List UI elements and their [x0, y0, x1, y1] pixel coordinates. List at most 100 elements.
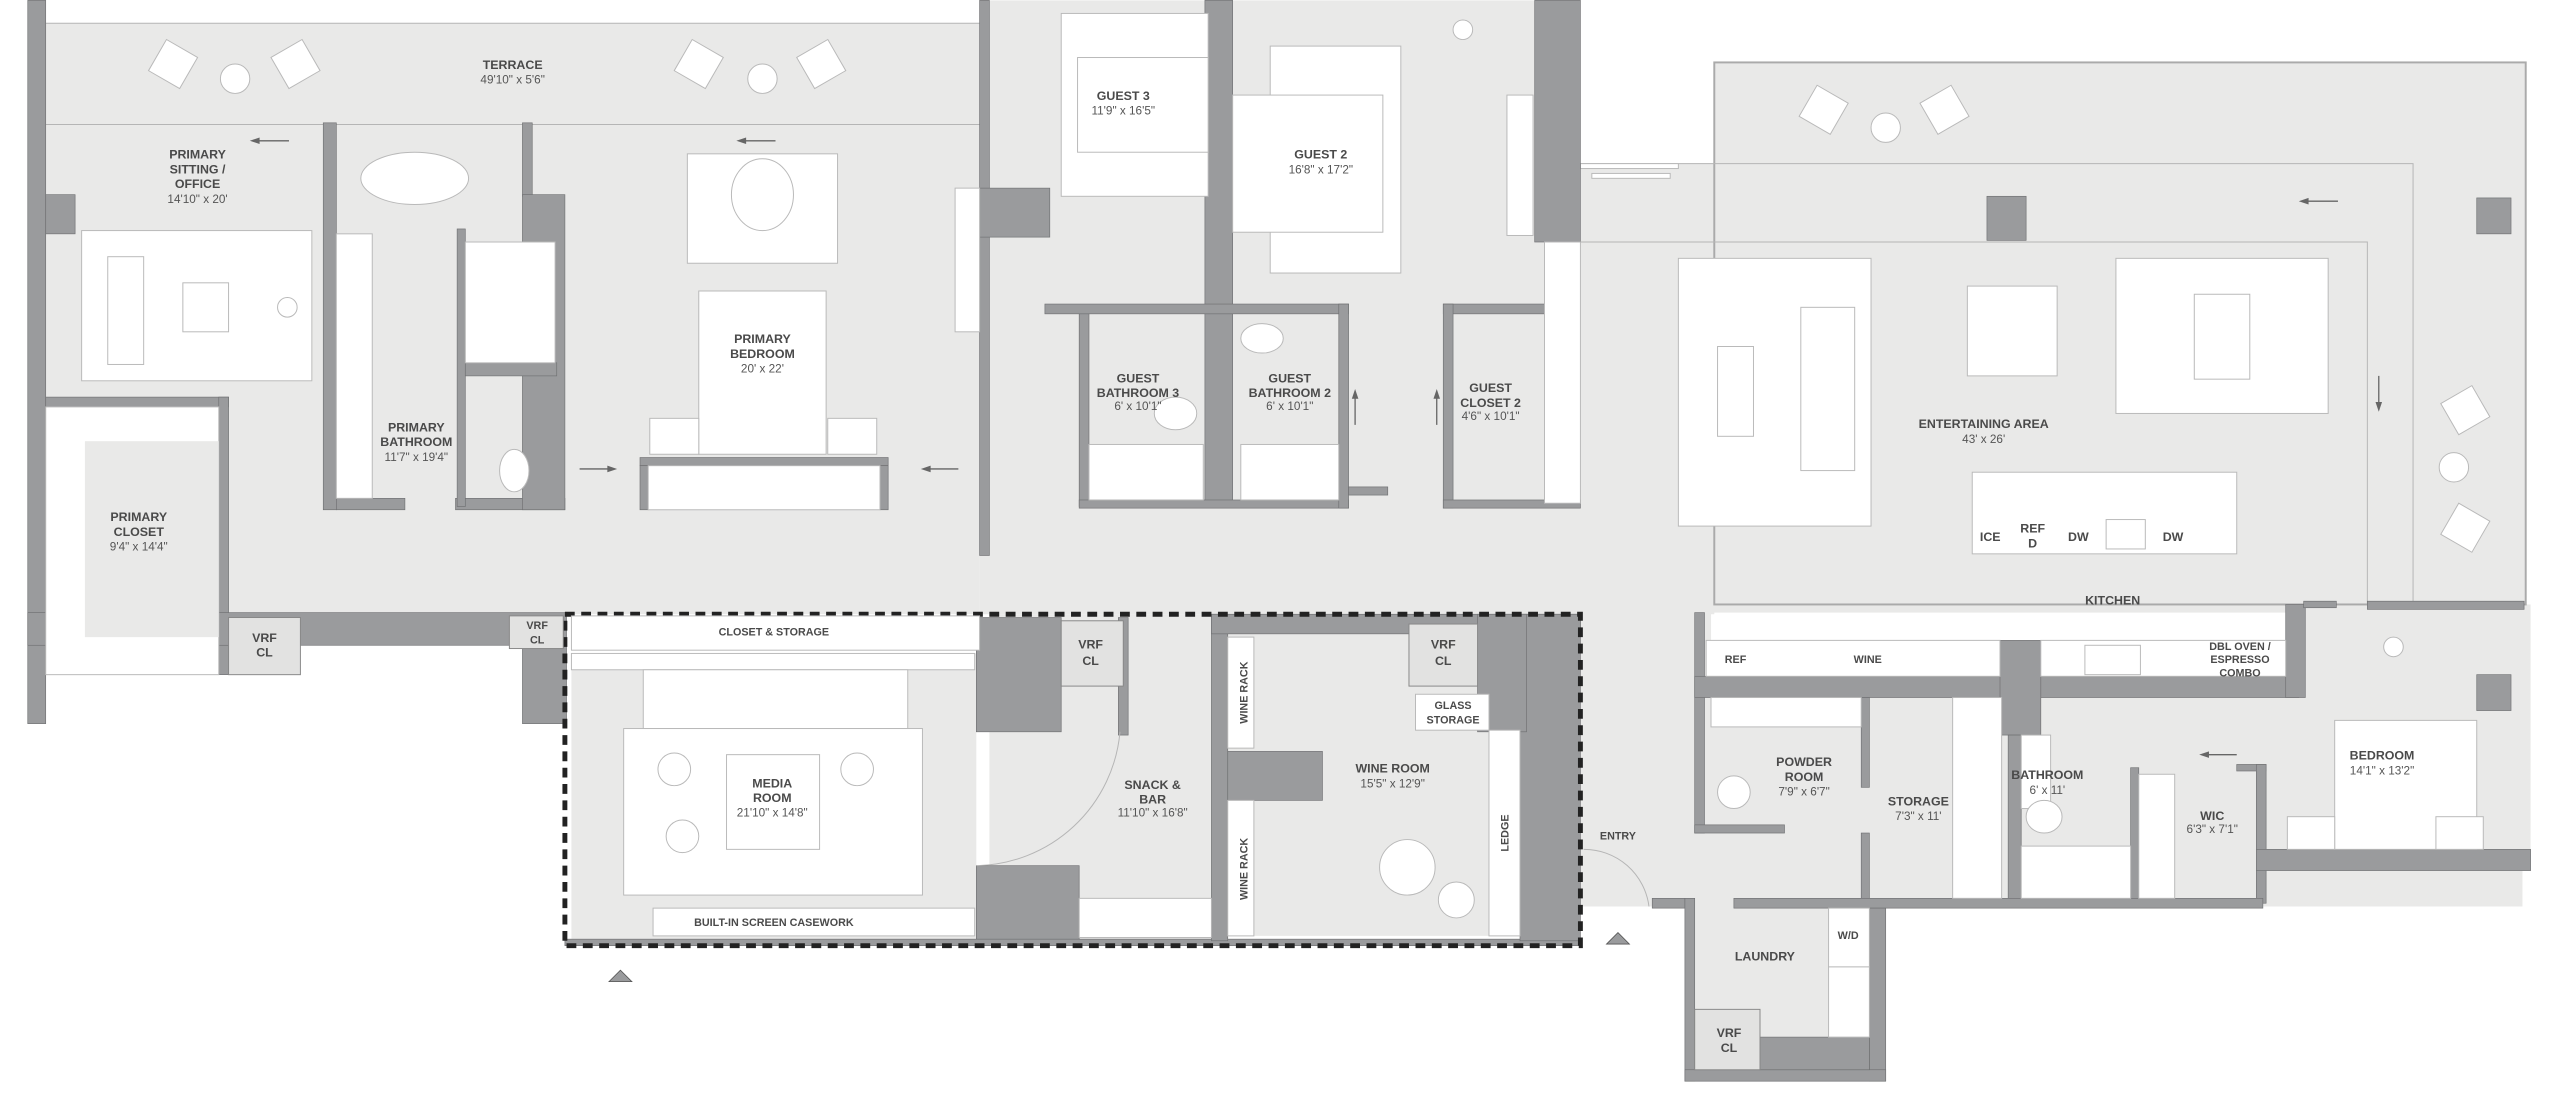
wall: [976, 617, 1062, 733]
wall: [2130, 767, 2140, 907]
wall: [1204, 0, 1233, 507]
dresser: [1506, 94, 1534, 236]
builtin-casework: [652, 907, 976, 937]
primary-sitting-label: SITTING /: [170, 162, 226, 176]
oven-label: DBL OVEN /: [2209, 641, 2270, 653]
wall: [979, 187, 1051, 238]
wic-label: WIC: [2200, 809, 2224, 823]
wall: [1227, 751, 1323, 801]
media-shelf: [570, 652, 976, 671]
bedroom-dim: 14'1" x 13'2": [2350, 764, 2414, 777]
wall: [1684, 1069, 1887, 1082]
wall: [2007, 734, 2022, 907]
storage-dim: 7'3" x 11': [1895, 810, 1941, 823]
laundry-sink: [1828, 966, 1870, 1038]
guest-closet2-label: CLOSET 2: [1460, 396, 1521, 410]
wall: [1338, 303, 1349, 509]
wine-rack-label: WINE RACK: [1238, 661, 1250, 723]
wine-rack: [1227, 799, 1255, 937]
wall: [522, 122, 533, 197]
bathtub: [1240, 443, 1340, 501]
wine-room-label: WINE ROOM: [1355, 762, 1429, 776]
entry-floor: [1580, 612, 1712, 907]
guest2-label: GUEST 2: [1294, 148, 1347, 162]
east-terrace-edge: [1580, 163, 2414, 605]
steps: [1579, 163, 1679, 170]
media-room-label: ROOM: [753, 791, 792, 805]
media-room-dim: 21'10" x 14'8": [737, 807, 808, 820]
ledge-label: LEDGE: [1500, 814, 1512, 851]
primary-closet-label: CLOSET: [114, 525, 165, 539]
shower: [464, 241, 556, 364]
wall: [1211, 613, 1229, 942]
bench: [647, 465, 881, 511]
tv-console: [954, 187, 981, 333]
dishwasher-label: DW: [2163, 530, 2184, 544]
wall: [27, 0, 47, 724]
snack-bar-dim: 11'10" x 16'8": [1118, 807, 1188, 820]
door-swing: [976, 731, 1121, 867]
primary-closet-dim: 9'4" x 14'4": [110, 541, 168, 554]
washer-dryer-label: W/D: [1838, 930, 1859, 942]
wall: [1694, 824, 1785, 834]
vrf-closet: [508, 615, 564, 650]
wall: [2367, 600, 2525, 610]
bathroom-dim: 6' x 11': [2030, 784, 2066, 797]
column: [2476, 197, 2512, 235]
wall: [1999, 640, 2042, 736]
wall: [322, 122, 337, 511]
room-labels: TERRACE 49'10" x 5'6" PRIMARY SITTING / …: [110, 58, 2415, 1055]
wine-room-dim: 15'5" x 12'9": [1360, 777, 1424, 790]
guest-closet2-dim: 4'6" x 10'1": [1462, 410, 1520, 423]
glass-storage-label: STORAGE: [1427, 715, 1480, 727]
wine-fridge-label: WINE: [1854, 654, 1882, 666]
vrf-closet: [228, 617, 301, 676]
glass-storage-label: GLASS: [1435, 700, 1472, 712]
vrf-closet: [1408, 623, 1479, 687]
wall: [1759, 1036, 1870, 1071]
ledge: [1488, 729, 1521, 937]
wall: [1044, 303, 1349, 315]
refrigerator-label: REF: [1725, 654, 1747, 666]
media-room-label: MEDIA: [752, 776, 792, 790]
primary-bathroom-dim: 11'7" x 19'4": [385, 451, 449, 464]
primary-bedroom-label: PRIMARY: [734, 332, 791, 346]
primary-bathroom-label: PRIMARY: [388, 420, 445, 434]
wall: [979, 0, 990, 556]
wine-rack-label: WINE RACK: [1238, 838, 1250, 900]
vanity: [335, 233, 373, 499]
entry-label: ENTRY: [1600, 831, 1636, 843]
vrf-closet-label: CL: [1435, 654, 1452, 668]
kitchen-counter: [1705, 639, 2001, 677]
wic-dim: 6'3" x 7'1": [2187, 823, 2238, 836]
toilet: [499, 448, 530, 493]
sink: [2105, 519, 2146, 550]
vrf-closet-label: VRF: [252, 631, 277, 645]
wall: [639, 465, 649, 511]
guest-bath2-label: GUEST: [1268, 371, 1311, 385]
bedroom-label: BEDROOM: [2350, 749, 2415, 763]
guest2-dim: 16'8" x 17'2": [1289, 163, 1353, 176]
column: [2476, 674, 2512, 711]
wall: [1442, 303, 1545, 315]
wall: [2256, 764, 2267, 904]
media-table: [726, 754, 821, 850]
terrace-dim: 49'10" x 5'6": [480, 74, 544, 87]
wall: [2256, 849, 2531, 871]
powder-vanity: [1710, 697, 1862, 728]
vrf-closet-label: VRF: [1078, 638, 1103, 652]
wall: [879, 465, 889, 511]
vrf-closet: [1694, 1008, 1761, 1071]
dining-table: [1966, 285, 2058, 377]
vrf-closet-label: VRF: [1717, 1026, 1742, 1040]
storage-shelf: [1952, 697, 2003, 899]
cooktop: [2084, 644, 2141, 676]
wall: [2285, 604, 2306, 698]
wall: [1694, 612, 1705, 834]
wall: [1078, 499, 1349, 509]
wall: [1869, 907, 1887, 1082]
primary-bed: [698, 290, 827, 455]
wall: [1860, 697, 1870, 788]
vrf-closet-label: CL: [256, 646, 273, 660]
